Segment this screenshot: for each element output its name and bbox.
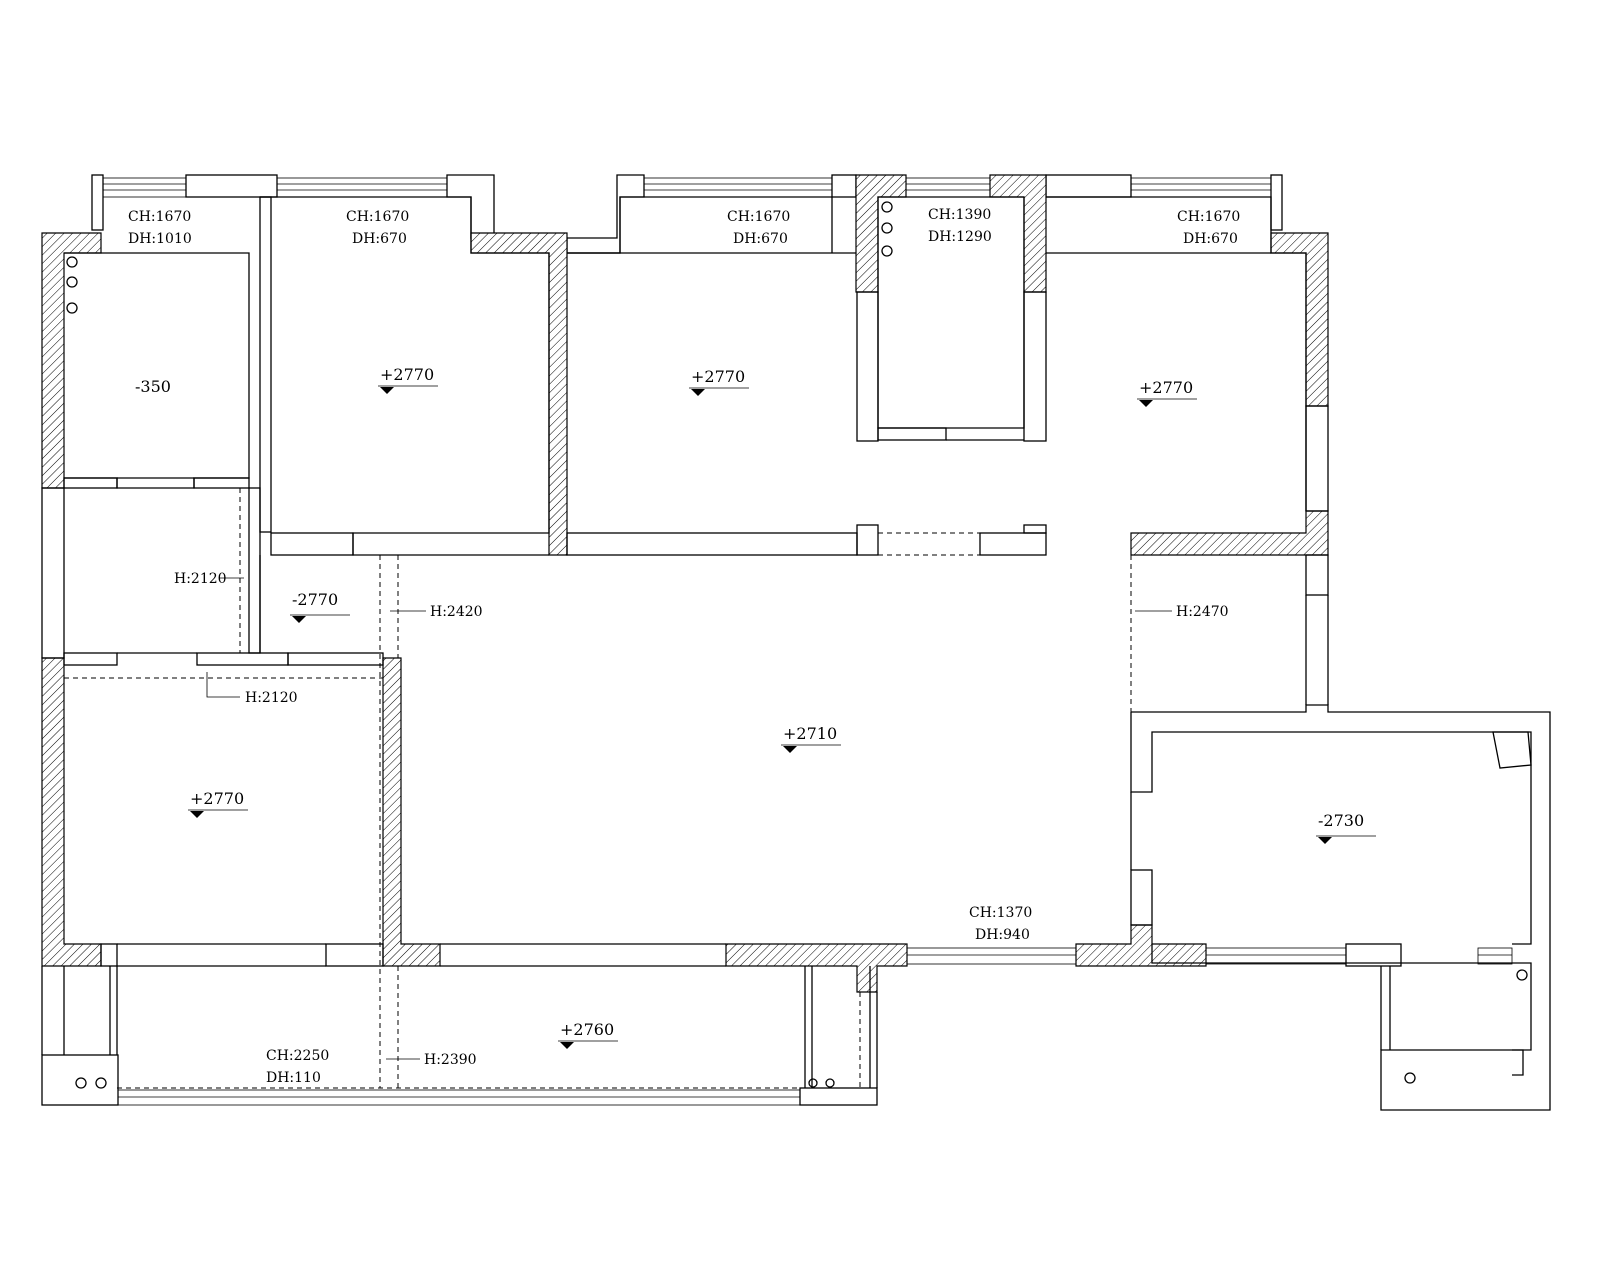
level-marker-icon	[1318, 837, 1332, 844]
elevation-label: +2770	[380, 365, 434, 384]
window-ch-label: CH:1390	[928, 207, 991, 223]
window-label-w7: CH:2250 DH:110	[266, 1048, 329, 1086]
window-dh-label: DH:110	[266, 1070, 321, 1086]
height-label: H:2390	[424, 1052, 477, 1068]
height-annotation-h2: H:2420	[390, 604, 483, 620]
height-label: H:2120	[174, 571, 227, 587]
window-label-w4: CH:1390 DH:1290	[928, 207, 992, 245]
dashed-openings	[64, 488, 1132, 1089]
level-marker-icon	[1139, 400, 1153, 407]
height-label: H:2470	[1176, 604, 1229, 620]
elevation-label: +2770	[190, 789, 244, 808]
elevation-bed-4: +2770	[1137, 378, 1197, 407]
height-annotation-h1: H:2120	[174, 571, 244, 587]
elevation-corridor: -2770	[290, 590, 350, 623]
level-marker-icon	[292, 616, 306, 623]
window-label-w2: CH:1670 DH:670	[346, 209, 409, 247]
elevation-living: +2710	[781, 724, 841, 753]
elevation-kitchen: -2730	[1316, 811, 1376, 844]
window-label-w3: CH:1670 DH:670	[727, 209, 790, 247]
window-dh-label: DH:670	[1183, 231, 1238, 247]
height-label: H:2420	[430, 604, 483, 620]
window-ch-label: CH:1670	[346, 209, 409, 225]
level-marker-icon	[190, 811, 204, 818]
window-label-w5: CH:1670 DH:670	[1177, 209, 1240, 247]
level-marker-icon	[380, 387, 394, 394]
window-ch-label: CH:1370	[969, 905, 1032, 921]
elevation-bed-3: +2770	[689, 367, 749, 396]
elevation-balcony: +2760	[558, 1020, 618, 1049]
elevation-label: +2770	[691, 367, 745, 386]
window-dh-label: DH:670	[352, 231, 407, 247]
elevation-bed-1: +2770	[188, 789, 248, 818]
elevation-label: +2760	[560, 1020, 614, 1039]
elevation-room-tl: -350	[135, 377, 171, 396]
height-label: H:2120	[245, 690, 298, 706]
height-annotation-h5: H:2390	[386, 1052, 477, 1068]
level-marker-icon	[560, 1042, 574, 1049]
window-ch-label: CH:1670	[727, 209, 790, 225]
height-annotation-h4: H:2120	[206, 672, 298, 706]
window-dh-label: DH:670	[733, 231, 788, 247]
window-ch-label: CH:2250	[266, 1048, 329, 1064]
window-dh-label: DH:940	[975, 927, 1030, 943]
interior-walls	[41, 196, 1551, 1111]
elevation-label: +2710	[783, 724, 837, 743]
height-annotation-h3: H:2470	[1135, 604, 1229, 620]
level-marker-icon	[783, 746, 797, 753]
elevation-label: +2770	[1139, 378, 1193, 397]
elevation-bed-2: +2770	[378, 365, 438, 394]
elevation-label: -2770	[292, 590, 338, 609]
window-label-w1: CH:1670 DH:1010	[128, 209, 192, 247]
window-dh-label: DH:1010	[128, 231, 192, 247]
window-ch-label: CH:1670	[128, 209, 191, 225]
level-marker-icon	[691, 389, 705, 396]
elevation-label: -2730	[1318, 811, 1364, 830]
window-dh-label: DH:1290	[928, 229, 992, 245]
elevation-label: -350	[135, 377, 171, 396]
window-ch-label: CH:1670	[1177, 209, 1240, 225]
window-label-w6: CH:1370 DH:940	[969, 905, 1032, 943]
